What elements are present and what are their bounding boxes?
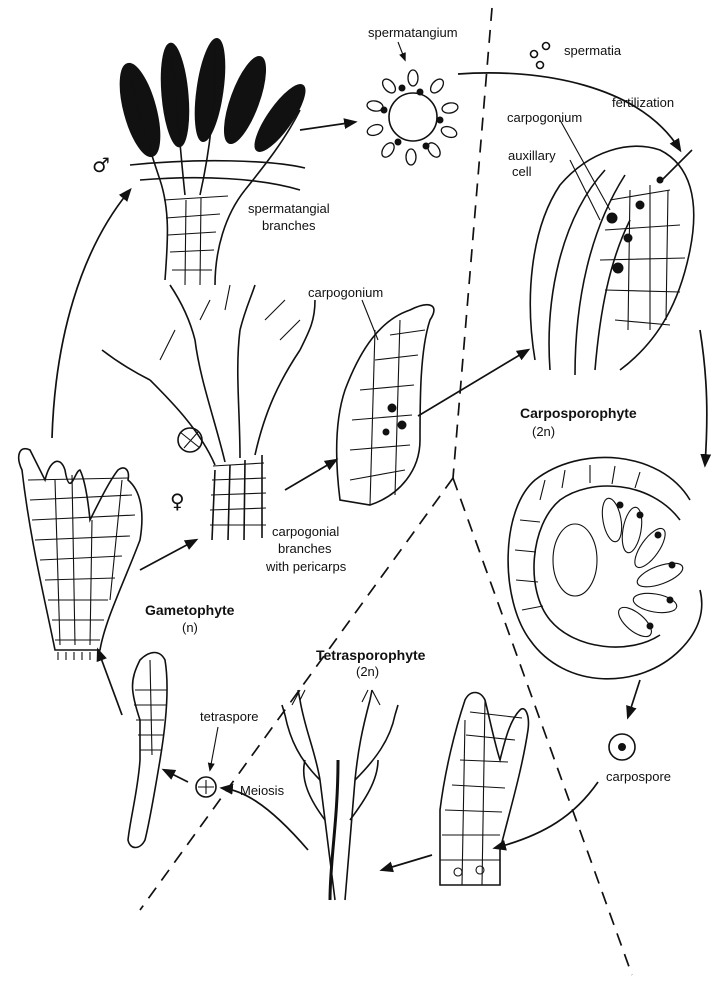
label-carpogonium-fertilized: carpogonium [507, 110, 582, 125]
arrow-gametophyte-to-male [52, 190, 130, 438]
label-tetrasporophyte: Tetrasporophyte [316, 647, 426, 663]
arrow-young-to-tetrasporophyte [382, 855, 432, 870]
arrow-gametophyte-to-female [140, 540, 196, 570]
gametophyte-illustration [19, 449, 142, 660]
divider-vertical [453, 8, 492, 478]
label-carpogonial-line1: carpogonial [272, 524, 339, 539]
arrow-female-to-carpogonium [285, 460, 336, 490]
label-spermatangial-branches-1: spermatangial [248, 201, 330, 216]
label-gametophyte: Gametophyte [145, 602, 235, 618]
arrow-carposporophyte-to-carpospore [628, 680, 640, 717]
female-symbol: ♀ [170, 489, 185, 513]
male-branch-illustration [112, 37, 313, 285]
arrow-fertilized-to-carposporophyte [700, 330, 707, 465]
label-auxiliary-cell-line2: cell [512, 164, 532, 179]
divider-lower-right [453, 478, 632, 975]
arrow-germling-to-gametophyte [98, 650, 122, 715]
label-spermatangium: spermatangium [368, 25, 458, 40]
carposporophyte-illustration [508, 457, 702, 678]
label-carpogonial-line2: branches [278, 541, 332, 556]
arrow-male-to-spermatangium [300, 122, 355, 130]
label-tetrasporophyte-ploidy: (2n) [356, 664, 379, 679]
arrow-carpogonium-to-fertilized [418, 350, 528, 416]
label-carpospore: carpospore [606, 769, 671, 784]
spermatia-dots [531, 43, 550, 69]
label-meiosis: Meiosis [240, 783, 285, 798]
arrow-tetraspore-to-germling [164, 770, 188, 782]
young-tetrasporophyte-illustration [440, 693, 528, 886]
carpogonial-branch-illustration [337, 300, 434, 505]
label-carpogonium-branch: carpogonium [308, 285, 383, 300]
spermatangium-illustration [366, 42, 459, 165]
label-tetraspore: tetraspore [200, 709, 259, 724]
label-spermatia: spermatia [564, 43, 622, 58]
tetrasporophyte-illustration [282, 690, 398, 900]
label-fertilization: fertilization [612, 95, 674, 110]
label-carpogonial-line3: with pericarps [265, 559, 347, 574]
male-symbol: ♂ [92, 153, 110, 177]
label-gametophyte-ploidy: (n) [182, 620, 198, 635]
label-carposporophyte: Carposporophyte [520, 405, 637, 421]
label-spermatangial-branches-2: branches [262, 218, 316, 233]
germling-illustration [128, 653, 167, 848]
label-carposporophyte-ploidy: (2n) [532, 424, 555, 439]
tetraspore-illustration [196, 727, 218, 797]
female-branch-illustration [102, 285, 315, 540]
label-auxiliary-cell-line1: auxillary [508, 148, 556, 163]
carpospore-illustration [609, 734, 635, 760]
